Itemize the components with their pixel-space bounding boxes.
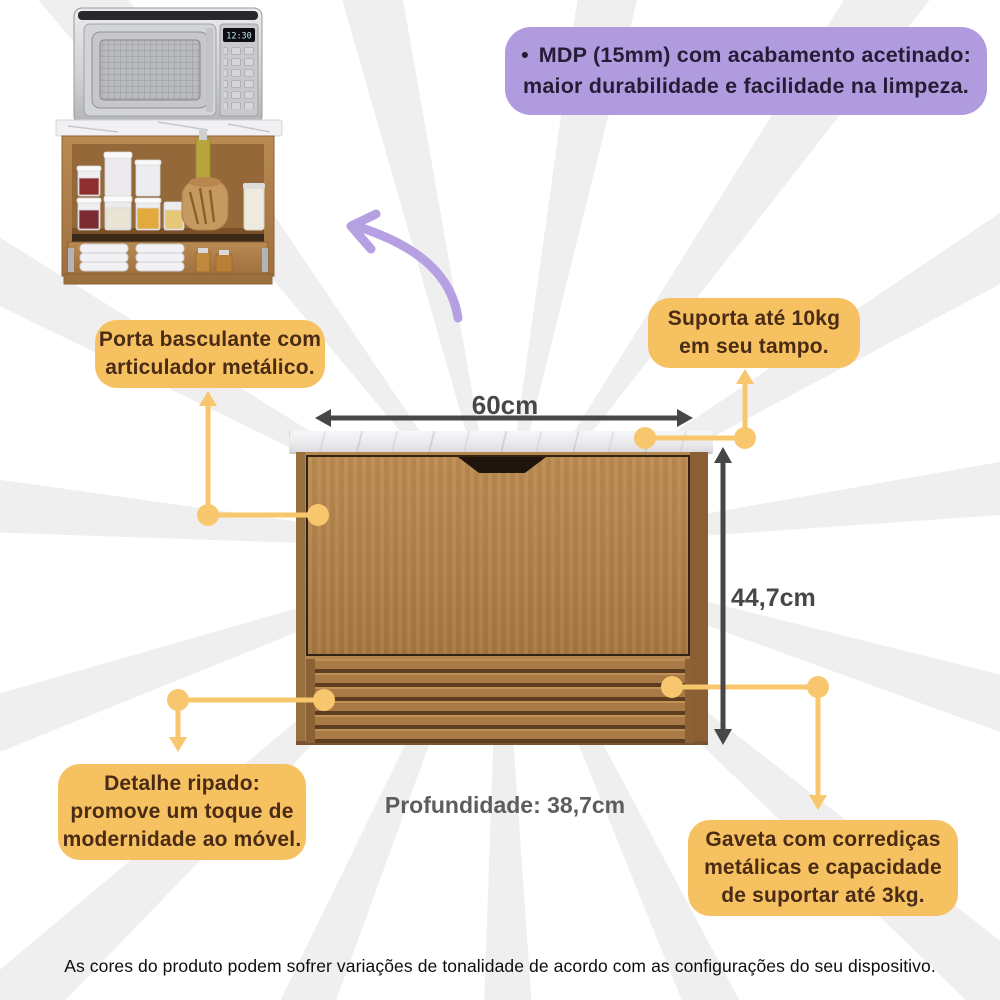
drawing-slat-stile-right: [685, 659, 694, 743]
drawing-slat-stile-left: [306, 659, 315, 743]
callout-suporta-10kg: Suporta até 10kg em seu tampo.: [648, 298, 860, 368]
storage-cabinet-photo: [55, 119, 283, 285]
callout-line: em seu tampo.: [679, 335, 829, 358]
microwave-top-band: [78, 11, 258, 20]
drawing-marble-top: [289, 431, 713, 454]
callout-line: promove um toque de: [70, 800, 294, 824]
microwave-door-latch: [206, 28, 213, 112]
callout-line: Gaveta com corrediças: [705, 828, 941, 852]
pantry-containers: [76, 151, 185, 231]
drawing-flap-door: [306, 455, 690, 656]
drawer-slide-right: [262, 248, 268, 272]
drawing-ripado-slats: [306, 659, 694, 743]
product-photo: 12:30: [55, 7, 283, 285]
towels: [79, 243, 185, 272]
microwave-display-time: 12:30: [226, 32, 252, 42]
callout-line: Porta basculante com: [98, 328, 322, 352]
height-dimension-arrow: [714, 447, 732, 745]
arrow-down-icon: [809, 795, 827, 810]
callout-porta-basculante: Porta basculante com articulador metálic…: [95, 320, 325, 388]
arrow-up-icon: [736, 369, 754, 384]
callout-line: modernidade ao móvel.: [62, 827, 302, 851]
curved-arrow-icon: [346, 209, 463, 323]
callout-line: Suporta até 10kg: [667, 307, 841, 331]
arrow-down-icon: [169, 737, 187, 752]
bullet-icon: •: [521, 42, 529, 67]
microwave-window: [99, 39, 201, 101]
color-disclaimer: As cores do produto podem sofrer variaçõ…: [64, 956, 936, 976]
callout-line: metálicas e capacidade: [704, 856, 942, 880]
width-dimension-label: 60cm: [471, 390, 539, 420]
feature-line: •MDP (15mm) com acabamento acetinado:: [521, 42, 971, 67]
callout-detalhe-ripado: Detalhe ripado: promove um toque de mode…: [58, 764, 306, 860]
microwave: 12:30: [73, 7, 263, 126]
microwave-buttons: [224, 47, 254, 109]
depth-dimension-label: Profundidade: 38,7cm: [384, 792, 626, 818]
feature-line: maior durabilidade e facilidade na limpe…: [523, 74, 969, 98]
height-dimension-label: 44,7cm: [731, 584, 816, 612]
open-drawer: [63, 234, 273, 285]
callout-line: Detalhe ripado:: [104, 772, 260, 796]
arrow-up-icon: [199, 391, 217, 406]
drawing-handle-notch: [458, 457, 546, 473]
microwave-display: [223, 28, 255, 42]
pantry-jars: [181, 130, 265, 231]
feature-box-mdp: •MDP (15mm) com acabamento acetinado: ma…: [505, 27, 987, 115]
spice-jars: [195, 248, 233, 273]
drawer-slide-left: [68, 248, 74, 272]
callout-line: de suportar até 3kg.: [721, 883, 925, 907]
callout-line: articulador metálico.: [105, 356, 315, 379]
callout-gaveta-corredicas: Gaveta com corrediças metálicas e capaci…: [688, 820, 958, 916]
